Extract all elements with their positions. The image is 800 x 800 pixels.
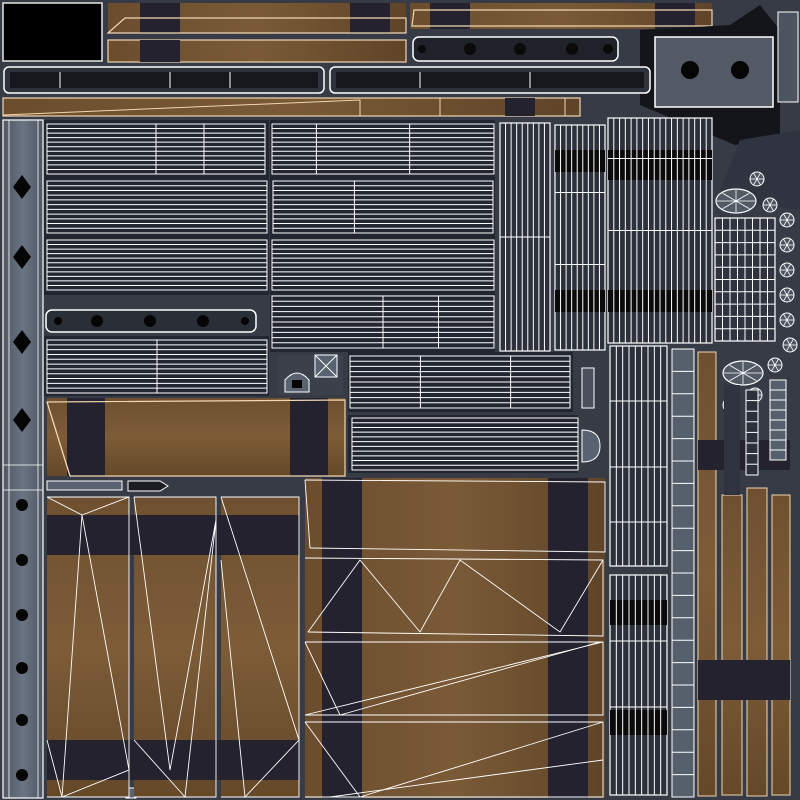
uv-edge <box>304 641 601 716</box>
rosette-spoke <box>786 238 791 246</box>
uv-edge <box>46 496 130 798</box>
rosette-spoke <box>786 219 791 227</box>
uv-edge <box>304 721 604 798</box>
grille-outline <box>46 239 268 291</box>
rosette-spoke <box>786 313 791 321</box>
rosette-spoke <box>783 263 788 271</box>
grille-outline <box>351 417 579 471</box>
uv-edge <box>134 496 217 798</box>
rosette-spoke <box>769 198 774 206</box>
uv-edge <box>304 557 604 637</box>
wheel-spoke <box>742 372 757 382</box>
grille-outline <box>46 180 268 234</box>
grille-outline <box>271 239 495 291</box>
rosette-spoke <box>786 213 791 221</box>
rosette-spoke <box>786 263 791 271</box>
uv-edge <box>81 496 130 516</box>
wood-panels <box>46 351 791 798</box>
rosette-spoke <box>774 358 779 366</box>
uv-edge <box>305 641 604 716</box>
rosette-spoke <box>756 172 761 180</box>
uv-edge <box>304 641 604 716</box>
rosette-spoke <box>783 219 788 227</box>
uv-edge <box>329 759 604 798</box>
rosette-spoke <box>783 294 788 302</box>
uv-edge <box>221 496 300 798</box>
rosette-spoke <box>786 338 791 346</box>
wheel-spoke <box>722 192 737 202</box>
rosette-spoke <box>766 204 771 212</box>
uv-edge <box>133 496 217 799</box>
rosette-spoke <box>786 344 791 352</box>
uv-wireframe <box>46 118 786 799</box>
left-metal-strip <box>2 119 44 799</box>
wheel-spoke <box>735 200 750 210</box>
uv-edge <box>304 479 311 549</box>
rosette-spoke <box>783 238 788 246</box>
uv-edge <box>61 514 83 798</box>
wheel-spoke <box>735 192 750 202</box>
rosette-spoke <box>783 319 788 327</box>
rosette-spoke <box>753 178 758 186</box>
rosette-spoke <box>786 319 791 327</box>
rosette-spoke <box>783 213 788 221</box>
uv-edge <box>305 721 604 798</box>
rosette-spoke <box>783 313 788 321</box>
rosette-spoke <box>786 288 791 296</box>
rosette-spoke <box>783 244 788 252</box>
rosette-spoke <box>771 358 776 366</box>
rosette-spoke <box>771 364 776 372</box>
rosette-spoke <box>789 344 794 352</box>
rosette-spoke <box>786 244 791 252</box>
uv-edge <box>47 496 130 798</box>
wheel-spoke <box>729 372 744 382</box>
grille-outline <box>271 123 495 175</box>
rosette-spoke <box>753 172 758 180</box>
wheel-spoke <box>722 200 737 210</box>
rosette-spoke <box>786 294 791 302</box>
small-brackets <box>125 354 601 799</box>
rosette-spoke <box>789 338 794 346</box>
rosette-spoke <box>774 364 779 372</box>
rosette-spoke <box>783 269 788 277</box>
top-strips <box>2 2 799 145</box>
uv-edge <box>307 559 604 633</box>
rosette-spoke <box>769 204 774 212</box>
rosette-spoke <box>766 198 771 206</box>
wheel-spoke <box>729 364 744 374</box>
uv-edge <box>304 479 606 553</box>
bolt-bar <box>45 309 257 333</box>
wheel-spoke <box>742 364 757 374</box>
rosette-spoke <box>783 288 788 296</box>
grille-outline <box>272 180 494 234</box>
rosette-spoke <box>756 178 761 186</box>
uv-edge <box>220 496 300 799</box>
rosette-spoke <box>786 269 791 277</box>
